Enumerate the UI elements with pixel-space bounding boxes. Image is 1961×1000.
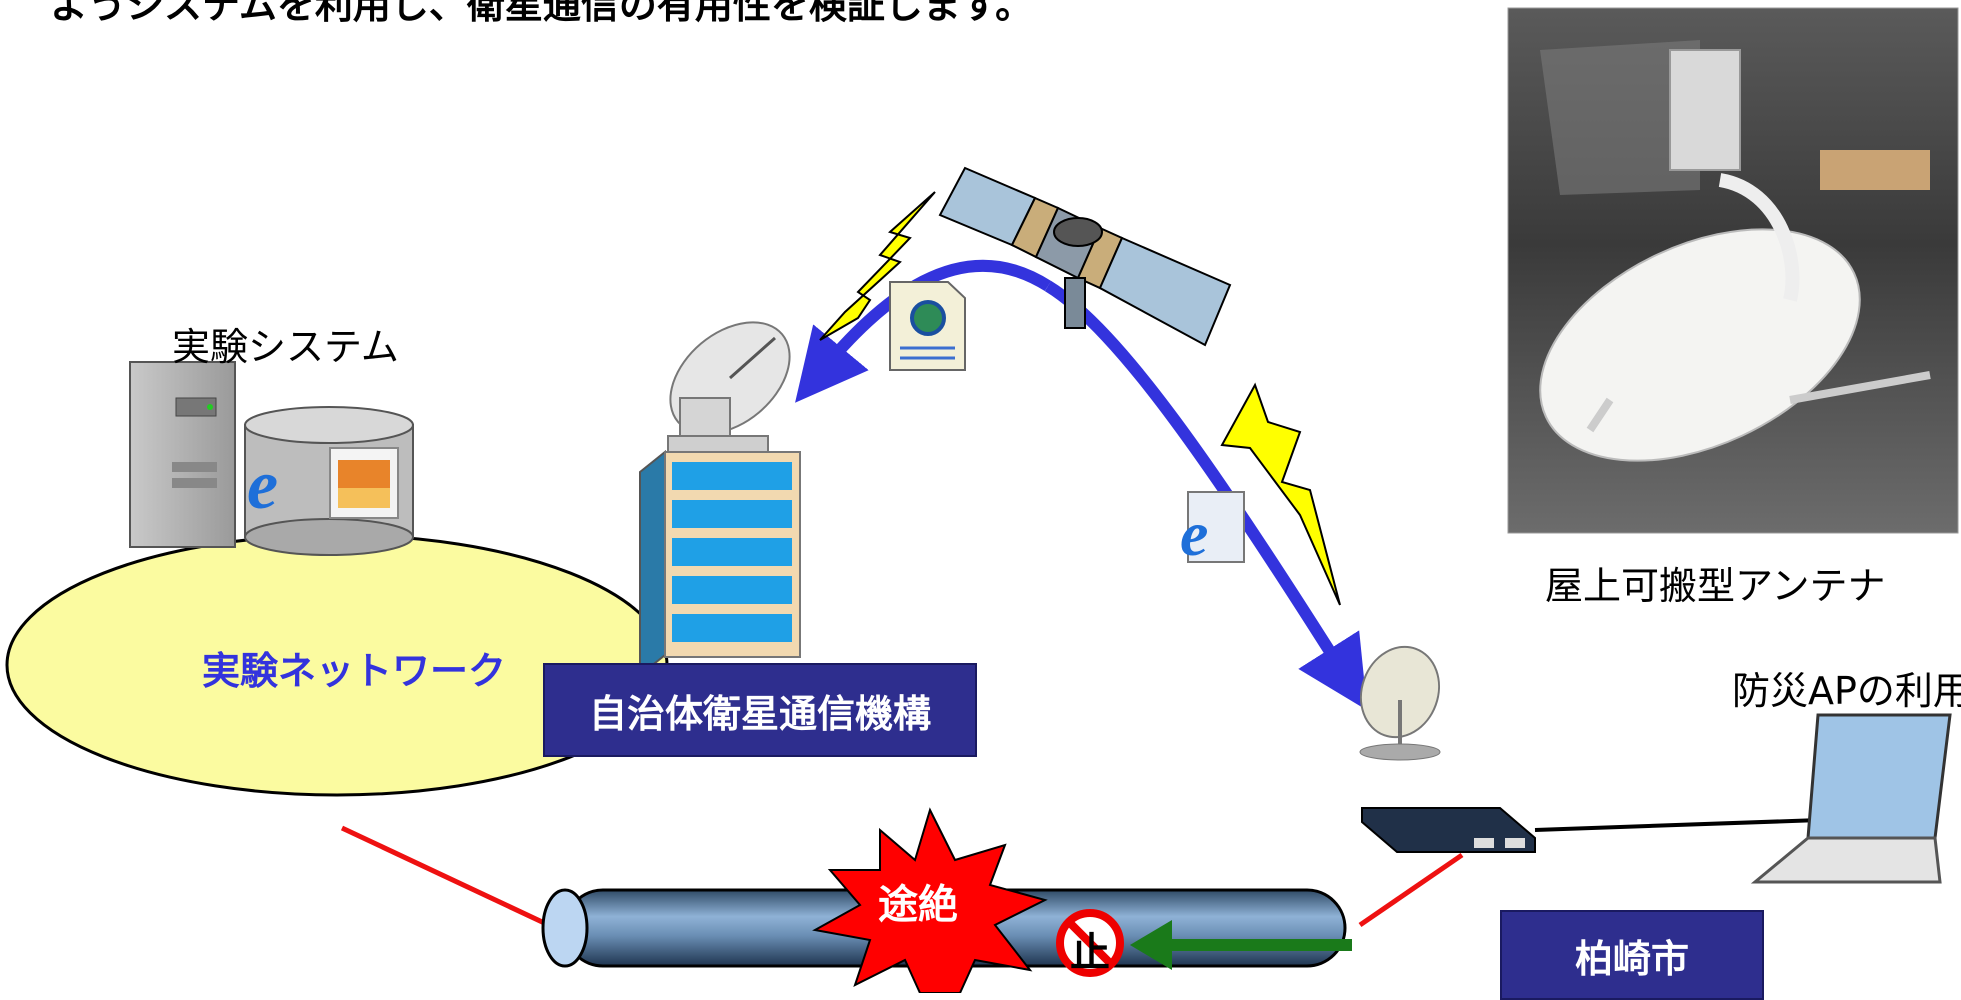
green-arrow [1130, 920, 1352, 970]
router-icon [1361, 807, 1536, 853]
svg-text:e: e [1180, 498, 1208, 569]
building-icon [639, 449, 801, 678]
satellite-dish-icon [667, 321, 791, 455]
laptop-icon [1750, 713, 1952, 884]
experiment-system-label: 実験システム [172, 325, 399, 369]
lightning-icon [819, 191, 936, 341]
top-caption: ようシステムを利用し、衛星通信の有用性を検証します。 [50, 0, 1034, 27]
burst-icon [812, 807, 1048, 993]
router-laptop-line [1534, 818, 1821, 832]
kashiwazaki-city-box: 柏崎市 [1500, 910, 1764, 1000]
experiment-network-label: 実験ネットワーク [202, 649, 507, 693]
right-link-line [1358, 852, 1464, 928]
municipal-satellite-org-box: 自治体衛星通信機構 [543, 663, 977, 757]
server-icon [129, 361, 236, 548]
cut-off-label: 途絶 [878, 882, 958, 928]
lightning-icon [1220, 382, 1341, 606]
disaster-ap-label: 防災APの利用 [1732, 669, 1961, 713]
satellite-icon [938, 166, 1232, 347]
browser-e-icon: e [247, 447, 278, 524]
rooftop-antenna-caption: 屋上可搬型アンテナ [1545, 564, 1886, 608]
svg-text:e: e [247, 447, 278, 524]
image-file-icon [329, 447, 399, 519]
html-document-icon [889, 281, 966, 371]
satellite-dish-icon [1359, 645, 1441, 761]
left-link-line [340, 825, 557, 931]
no-entry-icon [1056, 909, 1124, 977]
satellite-downlink-arc [1044, 280, 1368, 711]
antenna-photo [1507, 7, 1959, 534]
browser-e-icon: e [1180, 491, 1245, 569]
stop-mark-label: 止 [1070, 930, 1110, 976]
